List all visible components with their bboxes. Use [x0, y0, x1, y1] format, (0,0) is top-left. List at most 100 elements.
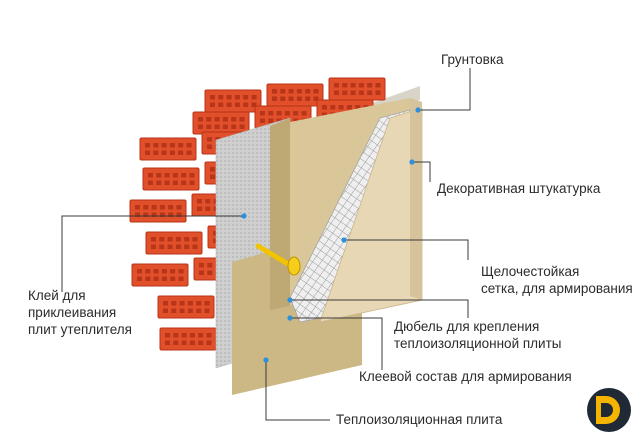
brick-hole: [153, 150, 159, 155]
brick-hole: [284, 111, 290, 116]
brick-hole: [173, 333, 179, 338]
brick-hole: [305, 96, 311, 101]
brick-hole: [153, 269, 159, 274]
brick: [139, 137, 197, 161]
brick-hole: [181, 333, 187, 338]
brick-hole: [137, 269, 142, 274]
brick-hole: [350, 83, 356, 88]
brick-hole: [293, 111, 299, 116]
brick-hole: [192, 244, 198, 249]
brick-hole: [172, 180, 178, 185]
brick-hole: [268, 118, 274, 123]
brick-hole: [204, 308, 210, 313]
label-primer: Грунтовка: [441, 52, 504, 67]
brick-hole: [222, 124, 228, 129]
brick-hole: [187, 308, 193, 313]
brick-hole: [163, 301, 168, 306]
brick-hole: [214, 124, 220, 129]
brick-hole: [330, 105, 336, 110]
brick-hole: [198, 117, 203, 122]
brick-hole: [276, 118, 282, 123]
brick-hole: [243, 102, 249, 107]
brick-hole: [159, 237, 165, 242]
brick-hole: [346, 105, 352, 110]
brick-hole: [145, 269, 151, 274]
brick-hole: [175, 244, 181, 249]
label-dowel: Дюбель для крепления теплоизоляционной п…: [394, 319, 562, 351]
brick-hole: [189, 340, 195, 345]
brick-hole: [222, 117, 228, 122]
brick-hole: [296, 89, 302, 94]
brick-hole: [172, 173, 178, 178]
brick-hole: [218, 102, 224, 107]
brick-hole: [293, 118, 299, 123]
brick-hole: [313, 89, 319, 94]
brick-hole: [145, 276, 151, 281]
label-decorative-plaster: Декоративная штукатурка: [437, 181, 601, 196]
brick-hole: [355, 105, 361, 110]
brick-hole: [206, 117, 212, 122]
brick-hole: [167, 244, 173, 249]
brick-hole: [198, 340, 204, 345]
leader-markers: [241, 107, 421, 363]
brick-hole: [181, 340, 187, 345]
brick-hole: [178, 150, 184, 155]
brick-hole: [207, 144, 212, 149]
brick-hole: [243, 95, 249, 100]
brick-hole: [210, 174, 215, 179]
brick-hole: [135, 205, 140, 210]
brick-hole: [206, 124, 212, 129]
brick-hole: [196, 308, 202, 313]
brick-hole: [268, 111, 274, 116]
brick-hole: [186, 150, 192, 155]
brick-hole: [234, 95, 240, 100]
brick-hole: [164, 180, 170, 185]
brick-hole: [161, 269, 167, 274]
label-mesh: Щелочестойкая сетка, для армирования: [481, 264, 633, 296]
brick-hole: [164, 173, 170, 178]
brick: [129, 199, 187, 223]
brick-hole: [151, 237, 156, 242]
brick-hole: [178, 276, 184, 281]
brick: [157, 295, 215, 319]
brick-hole: [178, 269, 184, 274]
brick-hole: [334, 83, 339, 88]
brick-hole: [169, 150, 175, 155]
brick-hole: [171, 308, 177, 313]
brick-hole: [322, 105, 327, 110]
brick-hole: [189, 180, 195, 185]
brick-hole: [192, 237, 198, 242]
brick-hole: [151, 205, 157, 210]
brick-hole: [276, 111, 282, 116]
brick-hole: [239, 117, 245, 122]
brick-hole: [272, 96, 277, 101]
brick-hole: [189, 333, 195, 338]
brick: [328, 77, 386, 101]
brick-hole: [184, 237, 190, 242]
brick-hole: [305, 89, 311, 94]
brick-hole: [159, 212, 165, 217]
brick-hole: [165, 340, 170, 345]
brick-hole: [159, 244, 165, 249]
brick-hole: [170, 276, 176, 281]
brick-hole: [210, 167, 215, 172]
brick-hole: [156, 180, 162, 185]
brick-hole: [367, 83, 373, 88]
brick-hole: [226, 102, 232, 107]
brick-hole: [181, 180, 187, 185]
brick-hole: [218, 95, 224, 100]
brick-hole: [179, 301, 185, 306]
brick-hole: [338, 105, 344, 110]
brick-hole: [173, 340, 179, 345]
brick-hole: [181, 173, 187, 178]
label-insulation-board: Теплоизоляционная плита: [336, 412, 503, 427]
brick-hole: [288, 89, 294, 94]
brick-hole: [313, 96, 319, 101]
brick-hole: [197, 206, 202, 211]
brick-hole: [206, 333, 212, 338]
brick-hole: [322, 112, 327, 117]
brick-hole: [260, 118, 265, 123]
brick-hole: [375, 90, 381, 95]
brick: [266, 83, 324, 107]
